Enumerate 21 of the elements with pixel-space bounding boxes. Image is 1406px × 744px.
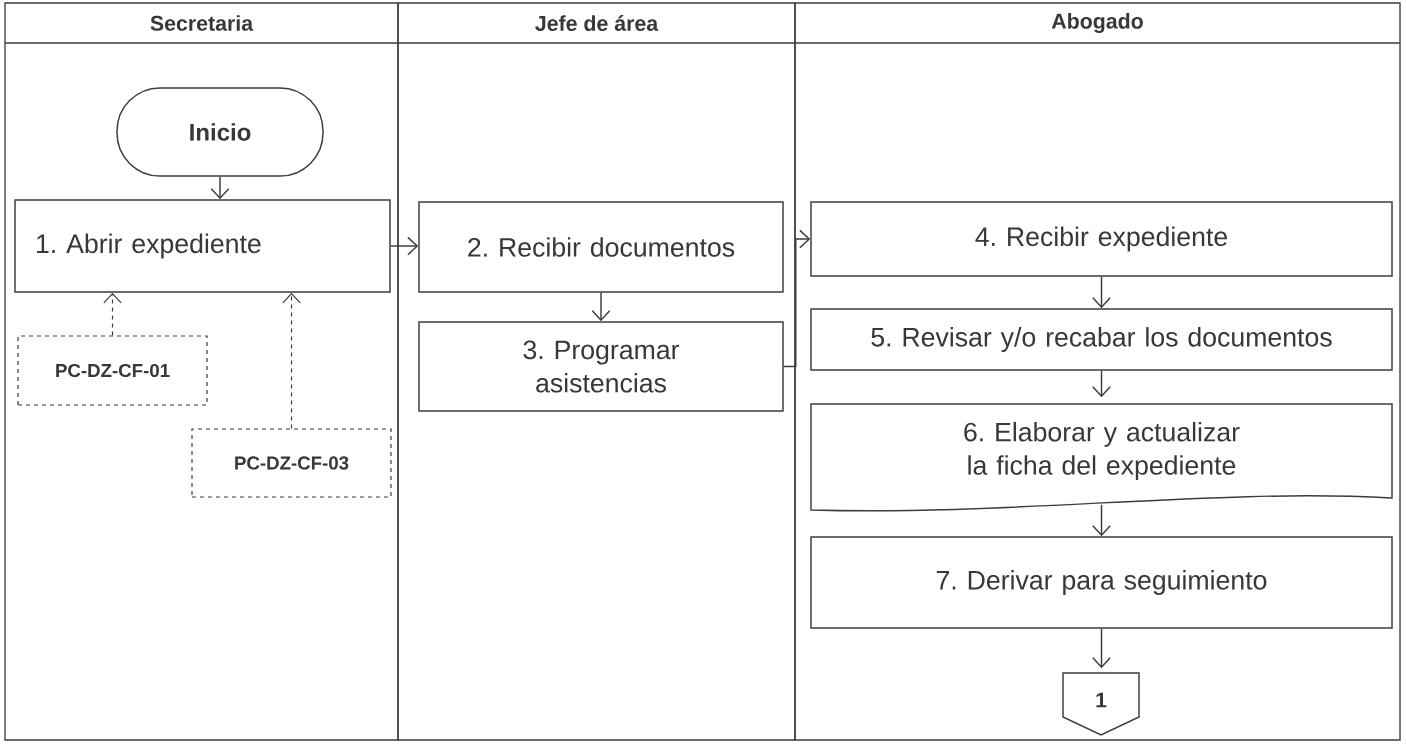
arrow (783, 229, 811, 368)
arrow (591, 292, 611, 322)
arrow (103, 292, 122, 336)
process-box: 4. Recibir expediente (810, 201, 1393, 277)
arrow (390, 236, 419, 256)
arrow (1092, 628, 1111, 669)
process-box: 5. Revisar y/o recabar los documentos (810, 308, 1393, 371)
offpage-connector: 1 (1062, 672, 1140, 736)
process-box: 7. Derivar para seguimiento (810, 536, 1393, 629)
arrow (282, 292, 301, 429)
document-box: 6. Elaborar y actualizar la ficha del expediente (810, 403, 1393, 512)
arrow (1092, 370, 1111, 398)
process-box: 1. Abrir expediente (14, 199, 391, 293)
process-box: 2. Recibir documentos (418, 201, 784, 293)
arrow (210, 176, 230, 200)
start-terminal: Inicio (116, 87, 324, 177)
reference-box: PC-DZ-CF-03 (191, 428, 392, 498)
arrow (1092, 276, 1111, 309)
arrow (1092, 504, 1111, 537)
reference-box: PC-DZ-CF-01 (17, 335, 208, 406)
process-box: 3. Programar asistencias (418, 321, 784, 412)
